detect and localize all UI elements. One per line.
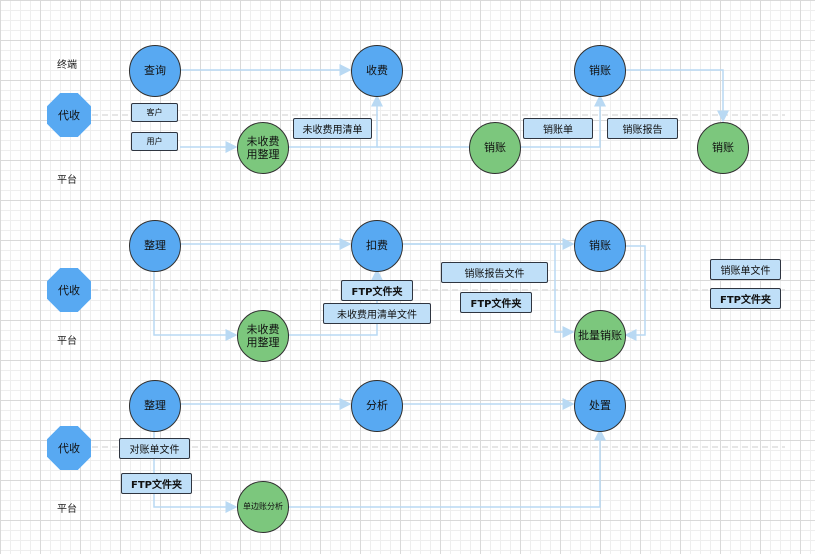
analyze-node[interactable]: 分析 (351, 380, 403, 432)
uncharged-list-box[interactable]: 未收费用清单 (293, 118, 372, 139)
writeoff-node-2[interactable]: 销账 (574, 220, 626, 272)
agent-node-3[interactable]: 代收 (47, 426, 91, 470)
organize-node-2[interactable]: 整理 (129, 220, 181, 272)
edge-writeoffmid-to-writeofftop (520, 94, 606, 148)
ftp-folder-box-2a[interactable]: FTP文件夹 (341, 280, 413, 301)
edge-onesided-to-handle (288, 428, 606, 508)
reconcile-file-box[interactable]: 对账单文件 (119, 438, 190, 459)
handle-node[interactable]: 处置 (574, 380, 626, 432)
charge-node[interactable]: 收费 (351, 45, 403, 97)
writeoff-report-box[interactable]: 销账报告 (607, 118, 678, 139)
lane-label-platform-1: 平台 (57, 175, 77, 186)
edge-deduct-to-batch (403, 243, 575, 338)
writeoff-mid-node[interactable]: 销账 (469, 122, 521, 174)
writeoff-report-file-box[interactable]: 销账报告文件 (441, 262, 548, 283)
uncharged-organize-node-2[interactable]: 未收费用整理 (237, 310, 289, 362)
edge-organize-to-uncharged (153, 270, 238, 341)
writeoff-list-box[interactable]: 销账单 (523, 118, 593, 139)
lane-label-platform-2: 平台 (57, 336, 77, 347)
organize-node-3[interactable]: 整理 (129, 380, 181, 432)
batch-writeoff-node[interactable]: 批量销账 (574, 310, 626, 362)
lane-label-terminal: 终端 (57, 60, 77, 71)
query-node[interactable]: 查询 (129, 45, 181, 97)
agent-node-2[interactable]: 代收 (47, 268, 91, 312)
ftp-folder-box-2b[interactable]: FTP文件夹 (460, 292, 532, 313)
uncharged-list-file-box[interactable]: 未收费用清单文件 (323, 303, 431, 324)
ftp-folder-box-2c[interactable]: FTP文件夹 (710, 288, 781, 309)
writeoff-right-node[interactable]: 销账 (697, 122, 749, 174)
edge-writeofftop-to-right (626, 69, 729, 123)
agent-node-1[interactable]: 代收 (47, 93, 91, 137)
edge-writeoff-to-batch (624, 245, 646, 341)
customer-box[interactable]: 客户 (131, 103, 178, 122)
deduct-node[interactable]: 扣费 (351, 220, 403, 272)
writeoff-list-file-box[interactable]: 销账单文件 (710, 259, 781, 280)
one-side-analysis-node[interactable]: 单边账分析 (237, 481, 289, 533)
writeoff-top-node[interactable]: 销账 (574, 45, 626, 97)
uncharged-organize-node-1[interactable]: 未收费用整理 (237, 122, 289, 174)
user-box[interactable]: 用户 (131, 132, 178, 151)
ftp-folder-box-3[interactable]: FTP文件夹 (121, 473, 192, 494)
lane-label-platform-3: 平台 (57, 504, 77, 515)
